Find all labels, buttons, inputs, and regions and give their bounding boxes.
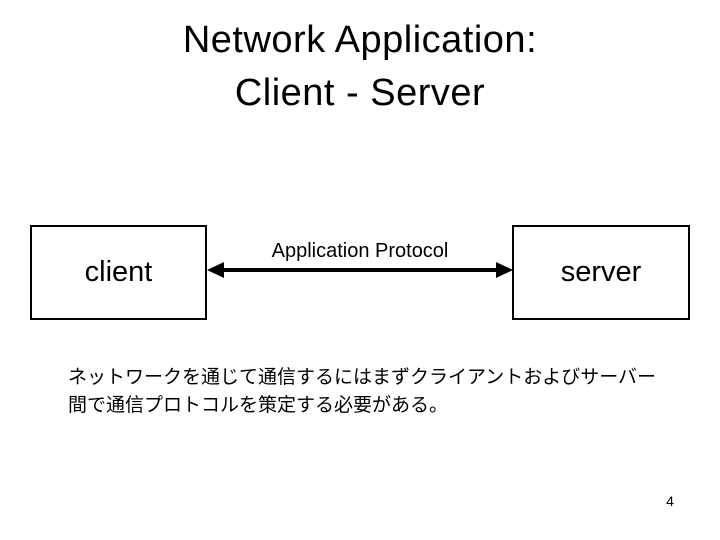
server-box-label: server <box>560 256 642 288</box>
slide-title-line1: Network Application: <box>182 19 538 61</box>
arrow-label: Application Protocol <box>271 240 449 262</box>
body-text-line1: ネットワークを通じて通信するにはまずクライアントおよびサーバー <box>68 367 657 388</box>
page-number: 4 <box>666 493 674 509</box>
body-text-line2: 間で通信プロトコルを策定する必要がある。 <box>68 395 449 416</box>
client-box: client <box>30 225 207 320</box>
server-box: server <box>512 225 690 320</box>
slide-title-line2: Client - Server <box>234 72 486 114</box>
slide-title: Network Application: Client - Server <box>0 14 720 120</box>
body-text: ネットワークを通じて通信するにはまずクライアントおよびサーバー 間で通信プロトコ… <box>68 364 668 420</box>
double-arrow-icon <box>207 262 513 278</box>
client-box-label: client <box>84 256 153 288</box>
